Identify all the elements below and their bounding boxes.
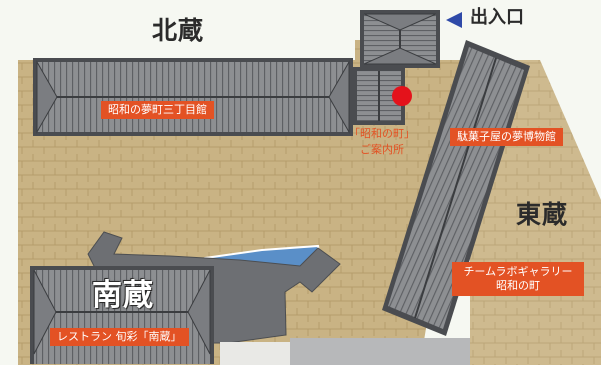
higashi-label-line2: 昭和の町 xyxy=(496,279,540,292)
minami-building xyxy=(30,266,214,364)
left-triangle-arrow-icon xyxy=(446,12,462,28)
kita-name: 北蔵 xyxy=(152,16,205,45)
entrance-label: 出入口 xyxy=(470,7,524,28)
red-circle-marker-icon xyxy=(392,86,412,106)
kita-building xyxy=(33,58,353,136)
higashi-building xyxy=(382,40,530,336)
minami-name: 南蔵 xyxy=(92,278,154,313)
lower-path xyxy=(220,342,290,365)
minami-label: レストラン 旬彩「南蔵」 xyxy=(50,328,189,346)
info-center-line2: ご案内所 xyxy=(360,143,404,156)
paved-plaza xyxy=(290,338,470,365)
kita-label: 昭和の夢町三丁目館 xyxy=(101,101,214,119)
higashi-label: チームラボギャラリー 昭和の町 xyxy=(452,262,584,296)
entrance-gate-building xyxy=(360,10,440,68)
higashi-name: 東蔵 xyxy=(516,200,569,229)
museum-label: 駄菓子屋の夢博物館 xyxy=(450,128,563,146)
higashi-label-line1: チームラボギャラリー xyxy=(463,265,573,278)
info-center-line1: 「昭和の町」 xyxy=(349,127,415,140)
